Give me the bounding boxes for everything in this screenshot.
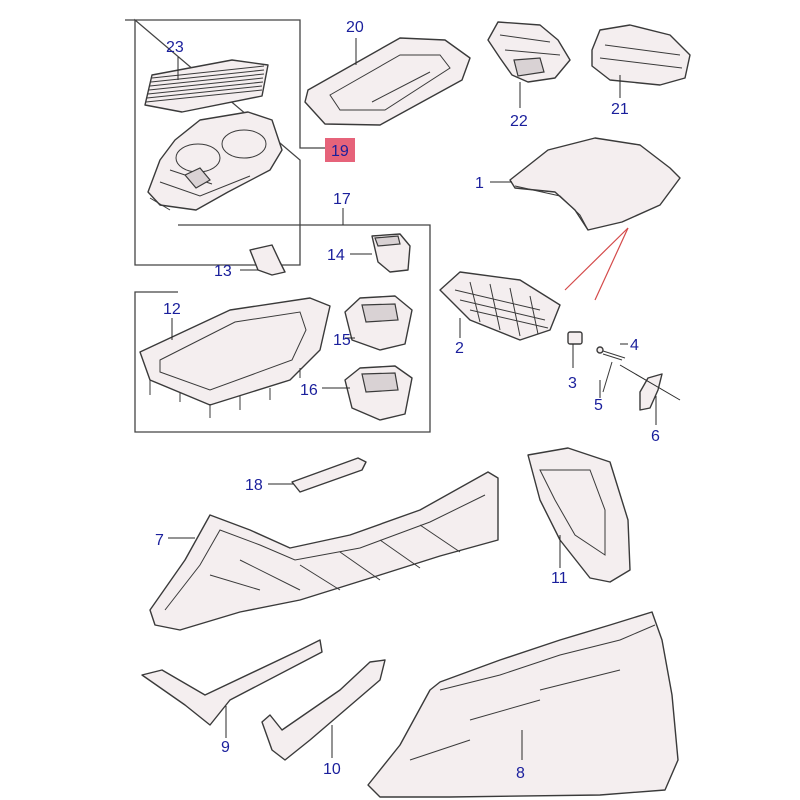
callout-14[interactable]: 14 xyxy=(327,247,345,264)
callout-10[interactable]: 10 xyxy=(323,761,341,778)
part-1-armrest-lid xyxy=(509,137,681,231)
part-15-switch-panel xyxy=(344,295,413,351)
part-18-trim-strip xyxy=(291,457,367,493)
part-21-vent-module xyxy=(591,24,691,86)
pointer-line-a xyxy=(564,227,629,291)
part-16-switch-panel xyxy=(344,365,413,421)
callout-3[interactable]: 3 xyxy=(568,375,577,392)
group-frame-19 xyxy=(125,18,325,266)
part-14-storage-tray xyxy=(371,233,411,273)
callout-23[interactable]: 23 xyxy=(166,39,184,56)
part-23-roller-shutter xyxy=(144,59,269,113)
callout-7[interactable]: 7 xyxy=(155,532,164,549)
part-20-trim-panel xyxy=(304,37,471,126)
callout-8[interactable]: 8 xyxy=(516,765,525,782)
group-frame-17 xyxy=(134,224,431,433)
part-7-lower-console xyxy=(149,471,499,631)
part-3-latch-clip xyxy=(567,331,583,345)
callout-4[interactable]: 4 xyxy=(630,337,639,354)
callout-6[interactable]: 6 xyxy=(651,428,660,445)
callout-1[interactable]: 1 xyxy=(475,175,484,192)
callout-17[interactable]: 17 xyxy=(333,191,351,208)
callout-22[interactable]: 22 xyxy=(510,113,528,130)
callout-21[interactable]: 21 xyxy=(611,101,629,118)
callout-19-highlight xyxy=(325,138,355,162)
callout-20[interactable]: 20 xyxy=(346,19,364,36)
pointer-line-b xyxy=(594,227,629,301)
callout-11[interactable]: 11 xyxy=(551,570,568,587)
part-4-spring xyxy=(596,346,626,361)
part-8-side-panel xyxy=(367,611,679,798)
part-5-pin xyxy=(602,361,613,393)
part-6-release-lever xyxy=(619,364,681,411)
part-11-rear-panel xyxy=(527,447,631,583)
part-10-side-trim xyxy=(261,659,386,761)
callout-9[interactable]: 9 xyxy=(221,739,230,756)
callout-13[interactable]: 13 xyxy=(214,263,232,280)
callout-15[interactable]: 15 xyxy=(333,332,351,349)
callout-12[interactable]: 12 xyxy=(163,301,181,318)
callout-18[interactable]: 18 xyxy=(245,477,263,494)
part-9-side-trim xyxy=(141,639,323,726)
part-22-bracket xyxy=(487,21,571,83)
part-12-console-frame xyxy=(139,297,331,418)
callout-5[interactable]: 5 xyxy=(594,397,603,414)
callout-19[interactable]: 19 xyxy=(331,143,349,160)
callout-2[interactable]: 2 xyxy=(455,340,464,357)
part-19-cupholder-housing xyxy=(147,111,283,211)
callout-16[interactable]: 16 xyxy=(300,382,318,399)
part-2-armrest-liner xyxy=(439,271,561,341)
